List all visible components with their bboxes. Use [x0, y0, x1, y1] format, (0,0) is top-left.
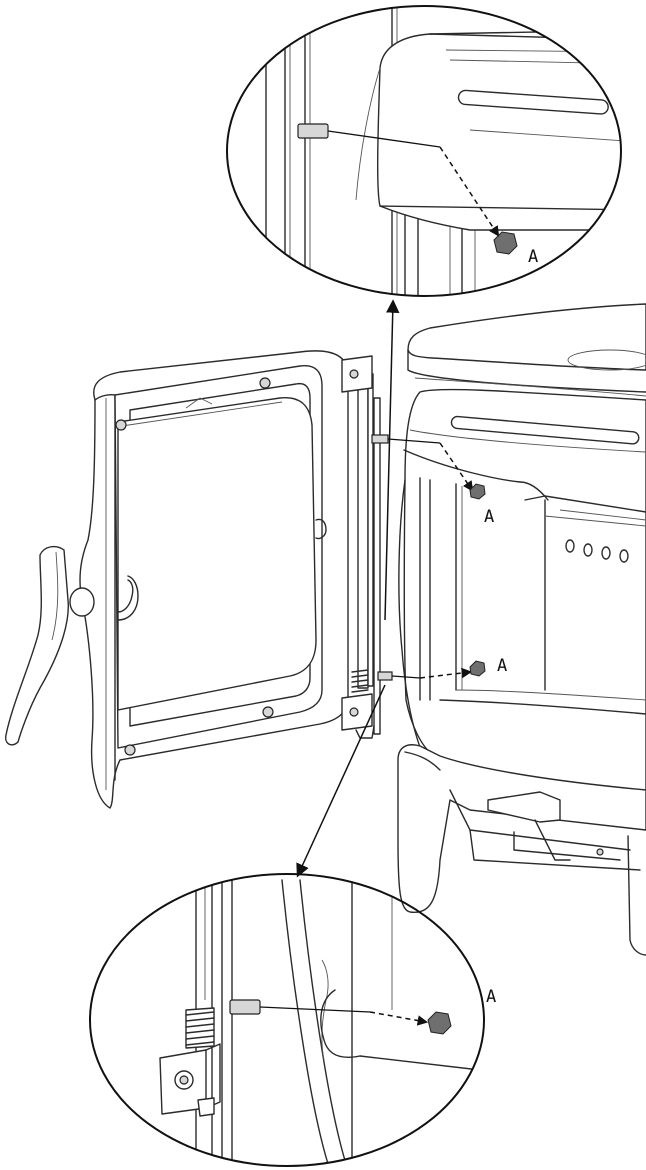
bottom-zoom-detail: A	[89, 873, 496, 1167]
label-a-bottom-zoom: A	[486, 987, 496, 1007]
arrow-to-top-zoom	[384, 299, 400, 621]
label-a-upper-hinge: A	[484, 507, 494, 527]
label-a-lower-hinge: A	[497, 656, 507, 676]
top-zoom-border	[226, 5, 622, 297]
hinge-assembly	[341, 355, 486, 739]
stove-door	[79, 350, 349, 809]
top-zoom-content	[265, 6, 621, 296]
door-handle	[4, 545, 95, 746]
label-a-top-zoom: A	[528, 247, 538, 267]
bottom-zoom-border	[89, 873, 485, 1167]
bottom-zoom-content	[159, 879, 481, 1166]
arrow-to-bottom-zoom	[296, 684, 386, 878]
stove-body	[397, 303, 646, 956]
top-zoom-detail: A	[226, 5, 622, 297]
